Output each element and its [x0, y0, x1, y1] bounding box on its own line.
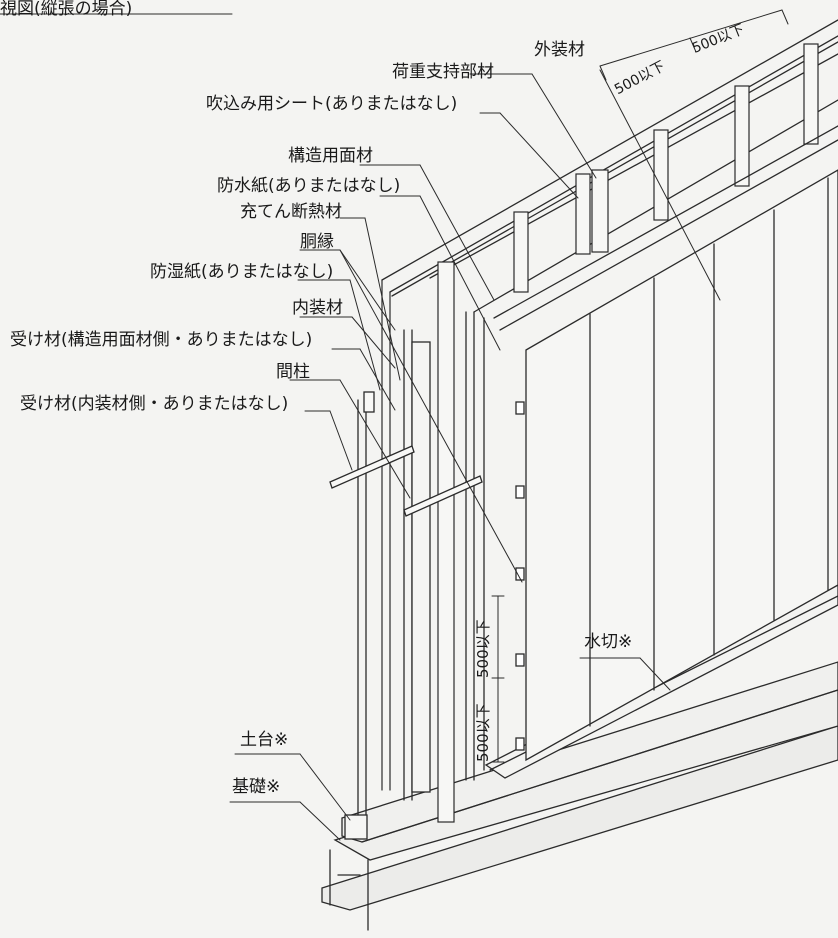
label-interior-finish: 内装材: [292, 298, 343, 318]
studs-top: [381, 43, 819, 823]
foundation: [321, 689, 838, 931]
label-furring-strip: 胴縁: [300, 232, 334, 252]
dimension-vertical-a: 500以下: [474, 619, 492, 678]
exterior-cladding: [493, 125, 838, 762]
label-receiver-structural-side: 受け材(構造用面材側・ありまたはなし): [10, 330, 313, 350]
label-water-cutoff: 水切※: [584, 632, 633, 652]
label-vapor-barrier: 防湿紙(ありまたはなし): [150, 262, 334, 282]
label-receiver-interior-side: 受け材(内装材側・ありまたはなし): [20, 394, 289, 414]
dimension-lines: [491, 9, 789, 763]
dimension-vertical-b: 500以下: [474, 703, 492, 762]
label-structural-panel: 構造用面材: [288, 146, 373, 166]
label-blow-in-sheet: 吹込み用シート(ありまたはなし): [206, 94, 458, 114]
label-load-bearing-member: 荷重支持部材: [392, 62, 494, 82]
label-exterior-cladding: 外装材: [534, 40, 585, 60]
top-plate: [381, 19, 838, 313]
label-foundation: 基礎※: [232, 777, 281, 797]
figure-caption: 視図(縦張の場合): [0, 0, 133, 19]
label-stud: 間柱: [276, 362, 310, 382]
label-fill-insulation: 充てん断熱材: [240, 202, 342, 222]
furring-tabs: [515, 401, 525, 751]
label-waterproof-paper: 防水紙(ありまたはなし): [217, 176, 401, 196]
label-sill: 土台※: [240, 730, 289, 750]
receiver-blocks: [329, 391, 483, 517]
wall-layers-edge: [357, 311, 485, 816]
leader-lines: [229, 69, 721, 841]
